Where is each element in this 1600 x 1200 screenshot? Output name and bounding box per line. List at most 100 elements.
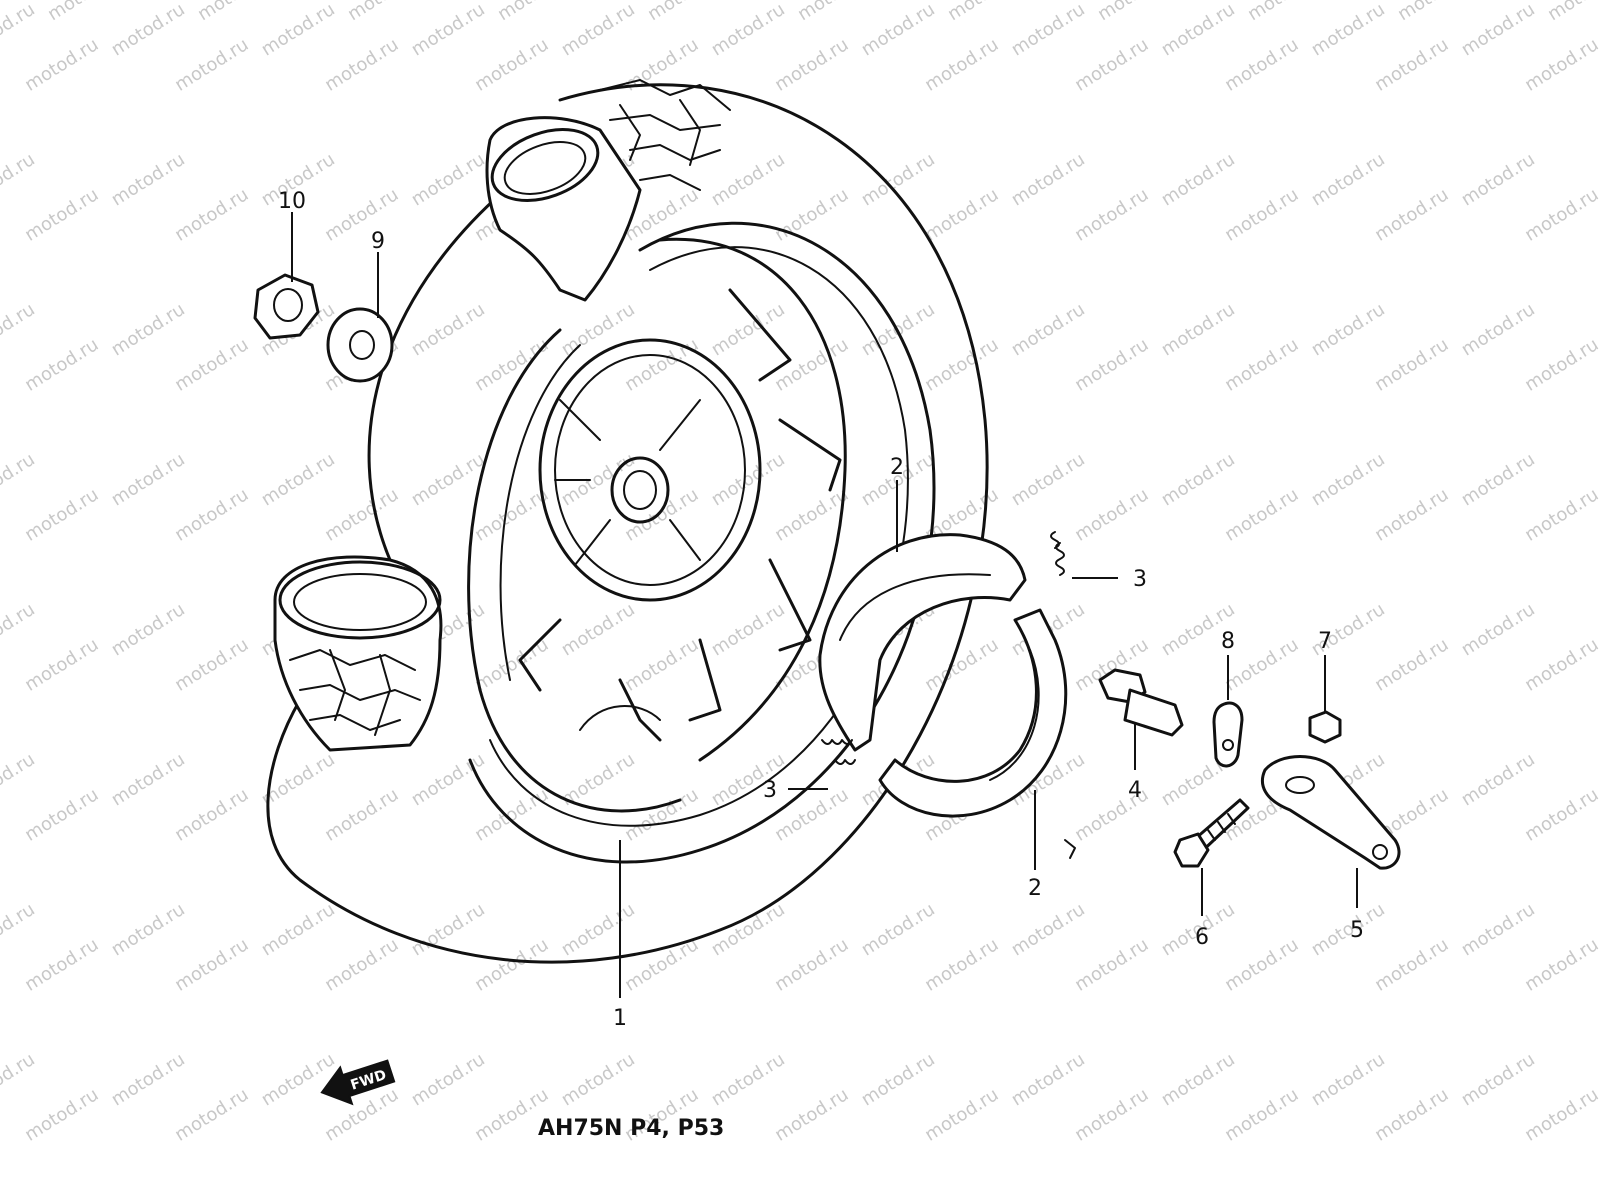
callout-8: 8 xyxy=(1221,629,1235,654)
watermark-text: motod.ru xyxy=(171,184,252,246)
watermark-text: motod.ru xyxy=(771,34,852,96)
watermark-text: motod.ru xyxy=(471,934,552,996)
watermark-text: motod.ru xyxy=(321,34,402,96)
watermark-text: motod.ru xyxy=(21,1084,102,1146)
watermark-text: motod.ru xyxy=(921,184,1002,246)
watermark-text: motod.ru xyxy=(1371,334,1452,396)
lever-nut xyxy=(1308,710,1342,744)
callout-3-lower: 3 xyxy=(763,778,777,803)
watermark-text: motod.ru xyxy=(1008,1049,1089,1111)
watermark-text: motod.ru xyxy=(0,0,39,60)
watermark-text: motod.ru xyxy=(621,634,702,696)
watermark-text: motod.ru xyxy=(108,149,189,211)
watermark-text: motod.ru xyxy=(1458,899,1539,961)
watermark-text: motod.ru xyxy=(0,149,39,211)
watermark-text: motod.ru xyxy=(708,299,789,361)
watermark-text: motod.ru xyxy=(921,1084,1002,1146)
watermark-text: motod.ru xyxy=(1458,149,1539,211)
watermark-text: motod.ru xyxy=(621,934,702,996)
watermark-text: motod.ru xyxy=(921,634,1002,696)
watermark-text: motod.ru xyxy=(558,599,639,661)
watermark-text: motod.ru xyxy=(0,449,39,511)
watermark-text: motod.ru xyxy=(258,899,339,961)
watermark-text: motod.ru xyxy=(1458,1049,1539,1111)
watermark-text: motod.ru xyxy=(321,184,402,246)
watermark-text: motod.ru xyxy=(1371,484,1452,546)
watermark-text: motod.ru xyxy=(21,334,102,396)
watermark-text: motod.ru xyxy=(1308,449,1389,511)
callout-1: 1 xyxy=(613,1006,627,1031)
watermark-text: motod.ru xyxy=(644,0,725,25)
brake-shoe-upper xyxy=(818,533,1027,752)
watermark-text: motod.ru xyxy=(1158,449,1239,511)
rear-wheel xyxy=(266,79,989,964)
watermark-text: motod.ru xyxy=(708,1049,789,1111)
watermark-text: motod.ru xyxy=(558,899,639,961)
watermark-text: motod.ru xyxy=(21,484,102,546)
watermark-text: motod.ru xyxy=(494,0,575,25)
watermark-text: motod.ru xyxy=(858,149,939,211)
watermark-text: motod.ru xyxy=(1008,0,1089,60)
watermark-text: motod.ru xyxy=(471,484,552,546)
watermark-text: motod.ru xyxy=(708,449,789,511)
watermark-text: motod.ru xyxy=(1394,0,1475,25)
watermark-text: motod.ru xyxy=(471,634,552,696)
watermark-text: motod.ru xyxy=(771,934,852,996)
watermark-text: motod.ru xyxy=(1158,1049,1239,1111)
watermark-text: motod.ru xyxy=(1071,934,1152,996)
watermark-text: motod.ru xyxy=(558,1049,639,1111)
watermark-text: motod.ru xyxy=(408,149,489,211)
callout-3-upper: 3 xyxy=(1133,567,1147,592)
watermark-text: motod.ru xyxy=(0,299,39,361)
watermark-text: motod.ru xyxy=(1221,184,1302,246)
watermark-text: motod.ru xyxy=(1544,0,1600,25)
watermark-text: motod.ru xyxy=(21,634,102,696)
callout-6: 6 xyxy=(1195,925,1209,950)
watermark-text: motod.ru xyxy=(858,899,939,961)
lever-bolt xyxy=(1173,798,1250,868)
watermark-text: motod.ru xyxy=(471,34,552,96)
callout-2-lower: 2 xyxy=(1028,876,1042,901)
watermark-text: motod.ru xyxy=(1458,0,1539,60)
watermark-text: motod.ru xyxy=(408,0,489,60)
watermark-text: motod.ru xyxy=(858,0,939,60)
watermark-text: motod.ru xyxy=(1371,934,1452,996)
watermark-text: motod.ru xyxy=(1308,1049,1389,1111)
watermark-text: motod.ru xyxy=(1308,899,1389,961)
watermark-text: motod.ru xyxy=(171,1084,252,1146)
wear-indicator xyxy=(1212,701,1244,768)
watermark-text: motod.ru xyxy=(1308,0,1389,60)
watermark-text: motod.ru xyxy=(1071,184,1152,246)
watermark-text: motod.ru xyxy=(21,934,102,996)
watermark-text: motod.ru xyxy=(1008,899,1089,961)
watermark-text: motod.ru xyxy=(771,1084,852,1146)
watermark-text: motod.ru xyxy=(1521,484,1600,546)
watermark-text: motod.ru xyxy=(1458,299,1539,361)
watermark-text: motod.ru xyxy=(344,0,425,25)
watermark-text: motod.ru xyxy=(471,334,552,396)
watermark-text: motod.ru xyxy=(171,484,252,546)
watermark-text: motod.ru xyxy=(944,0,1025,25)
axle-nut xyxy=(253,273,320,340)
leader-lines xyxy=(291,212,1358,998)
watermark-text: motod.ru xyxy=(21,184,102,246)
watermark-text: motod.ru xyxy=(1071,484,1152,546)
spring-upper xyxy=(1050,531,1065,576)
brake-cam xyxy=(1098,668,1184,737)
watermark-text: motod.ru xyxy=(1371,184,1452,246)
watermark-text: motod.ru xyxy=(1158,0,1239,60)
watermark-text: motod.ru xyxy=(44,0,125,25)
watermark-text: motod.ru xyxy=(321,784,402,846)
callout-7: 7 xyxy=(1318,629,1332,654)
watermark-text: motod.ru xyxy=(108,749,189,811)
watermark-text: motod.ru xyxy=(1521,334,1600,396)
watermark-text: motod.ru xyxy=(171,934,252,996)
watermark-text: motod.ru xyxy=(1521,634,1600,696)
watermark-text: motod.ru xyxy=(621,784,702,846)
callouts: 10 9 2 3 3 2 1 4 8 7 5 6 xyxy=(278,189,1364,1031)
washer xyxy=(326,307,394,383)
watermark-text: motod.ru xyxy=(1158,149,1239,211)
watermark-text: motod.ru xyxy=(0,599,39,661)
